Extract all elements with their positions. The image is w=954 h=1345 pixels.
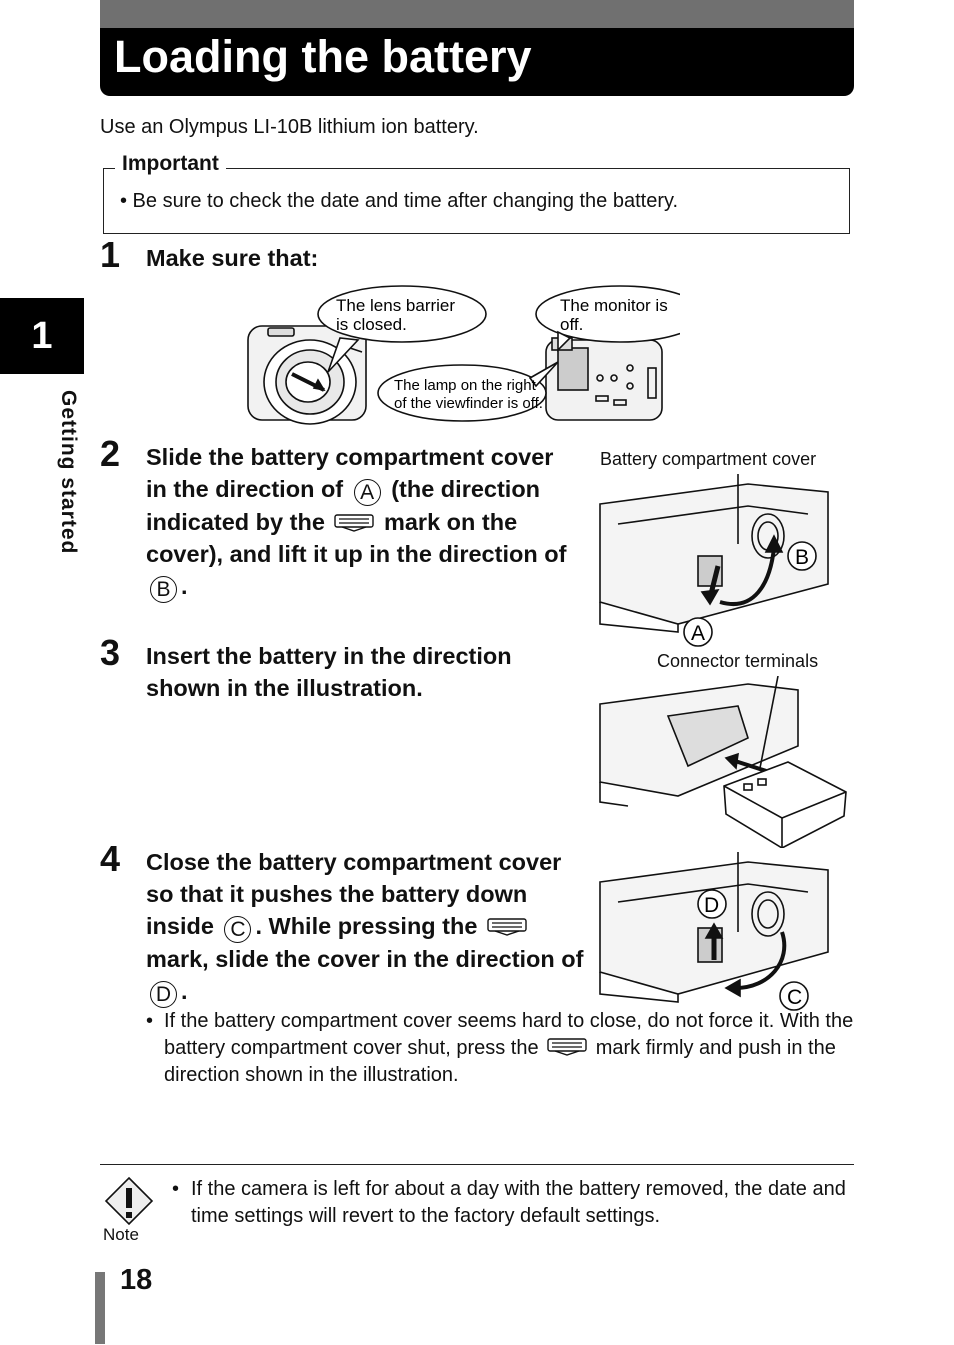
- battery-cover-mark-icon: [547, 1038, 587, 1056]
- circle-label-c: C: [224, 916, 252, 943]
- step-4-bullet-dot: •: [146, 1010, 154, 1032]
- step-4-text-part4: .: [181, 978, 188, 1004]
- battery-cover-mark-icon: [487, 918, 527, 936]
- step-2-text-part1: Slide the battery compartment cover in t…: [146, 444, 554, 502]
- step-4-text-part2: . While pressing the: [255, 913, 478, 939]
- circle-label-d: D: [150, 981, 177, 1008]
- illus-label-a: A: [691, 622, 705, 645]
- intro-text: Use an Olympus LI-10B lithium ion batter…: [100, 116, 479, 138]
- battery-cover-mark-icon: [334, 514, 374, 532]
- title-bar-accent: [100, 0, 854, 28]
- illus-label-c: C: [787, 986, 802, 1009]
- step-2-text: Slide the battery compartment cover in t…: [146, 441, 576, 603]
- page-number: 18: [120, 1264, 153, 1296]
- callout-monitor-line2: off.: [560, 315, 583, 334]
- step-4-text-part3: mark, slide the cover in the direction o…: [146, 946, 584, 972]
- step-3-illustration: [599, 676, 847, 848]
- step-2-text-part4: .: [181, 573, 188, 599]
- step-4-text-part1: Close the battery compartment cover so t…: [146, 849, 562, 939]
- illus-label-b: B: [795, 546, 809, 569]
- step-2-text-part2: (the direction indicated by the: [146, 476, 541, 535]
- chapter-tab: 1: [0, 298, 84, 374]
- note-label: Note: [103, 1225, 139, 1244]
- battery-cover-caption: Battery compartment cover: [600, 449, 817, 469]
- step-1-illustration: The lens barrier is closed. The monitor …: [247, 285, 680, 425]
- callout-lamp-line2: of the viewfinder is off.: [394, 395, 543, 412]
- step-4-text: Close the battery compartment cover so t…: [146, 846, 586, 1008]
- circle-label-a: A: [353, 479, 381, 506]
- camera-back-drawing: [545, 337, 663, 421]
- important-text: • Be sure to check the date and time aft…: [120, 190, 679, 212]
- step-3-number: 3: [100, 632, 121, 673]
- page-title: Loading the battery: [114, 31, 532, 82]
- note-divider: [100, 1164, 854, 1165]
- page-number-bar: [95, 1272, 105, 1344]
- step-2-number: 2: [100, 433, 121, 474]
- chapter-label: Getting started: [57, 390, 80, 555]
- step-4-illustration: D C: [599, 852, 829, 1011]
- step-2-illustration: B A: [599, 474, 829, 647]
- connector-terminals-caption: Connector terminals: [657, 651, 819, 671]
- callout-lamp-line1: The lamp on the right: [394, 377, 537, 394]
- note-bullet-dot: •: [172, 1178, 180, 1200]
- step-4-bullet-part1: If the battery compartment cover seems h…: [164, 1010, 854, 1059]
- callout-monitor-line1: The monitor is: [560, 296, 668, 315]
- title-bar: Loading the battery: [100, 0, 854, 96]
- note-text: If the camera is left for about a day wi…: [191, 1178, 846, 1227]
- illus-label-d: D: [704, 894, 719, 917]
- circle-label-b: B: [150, 576, 177, 603]
- callout-bubbles: [317, 285, 680, 422]
- important-label: Important: [115, 152, 226, 176]
- step-4-bullet-part2: mark firmly and push in the direction sh…: [164, 1037, 836, 1086]
- step-1-text: Make sure that:: [146, 245, 319, 271]
- step-4-number: 4: [100, 838, 121, 879]
- step-3-text: Insert the battery in the direction show…: [146, 643, 512, 701]
- note-warning-icon: [104, 1176, 154, 1226]
- important-box: [103, 168, 850, 234]
- step-2-text-part3: mark on the cover), and lift it up in th…: [146, 509, 567, 567]
- step-4-bullet-text: If the battery compartment cover seems h…: [164, 1008, 854, 1089]
- step-1-number: 1: [100, 234, 121, 275]
- callout-lens-line2: is closed.: [336, 315, 407, 334]
- callout-lens-line1: The lens barrier: [336, 296, 455, 315]
